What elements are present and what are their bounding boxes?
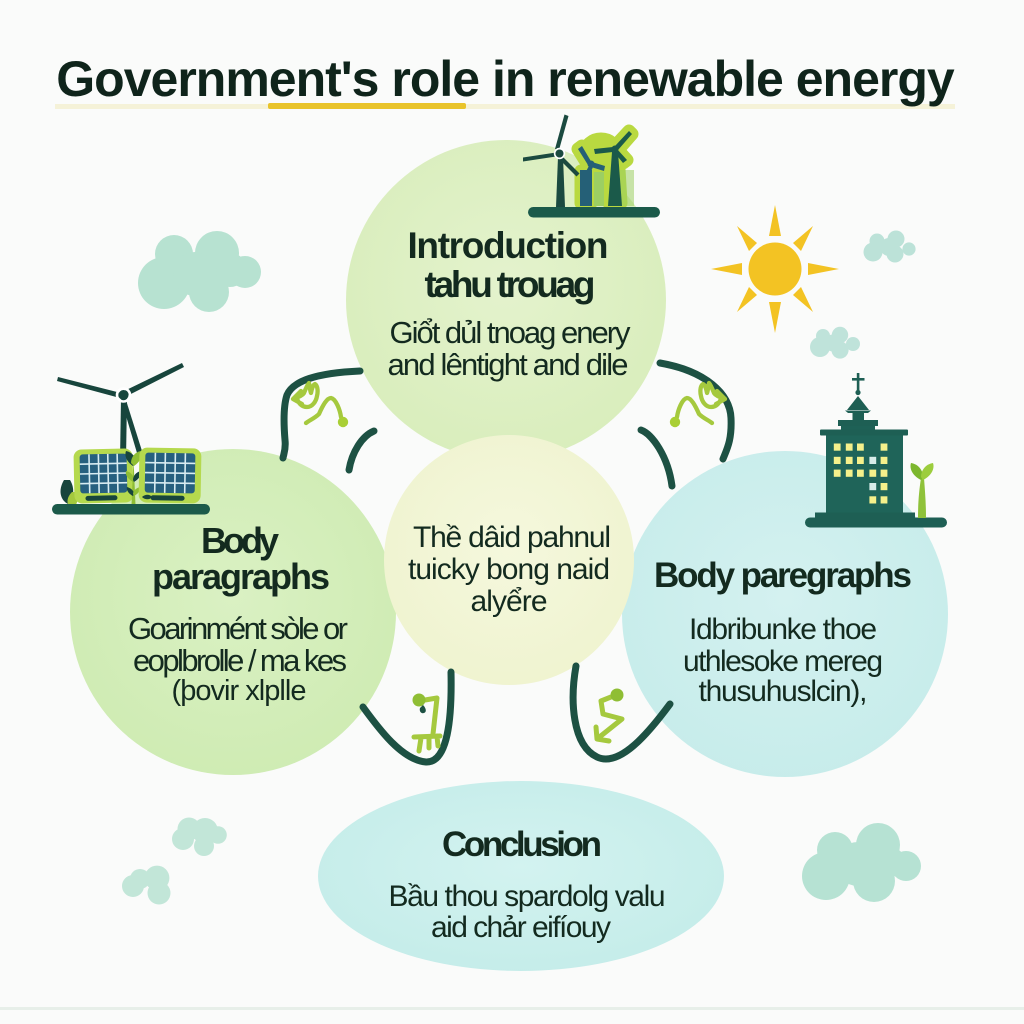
svg-text:Goarinmént sòle or: Goarinmént sòle or [128,611,348,646]
svg-text:and lêntight and dile: and lêntight and dile [388,347,629,382]
svg-text:Introduction: Introduction [408,225,609,266]
svg-text:aid chảr eifíouy: aid chảr eifíouy [431,911,611,944]
svg-text:tahu trouag: tahu trouag [425,264,596,305]
svg-text:alyểre: alyểre [471,585,548,618]
svg-text:Body: Body [201,520,279,561]
svg-text:Giổt dủl tnoag enery: Giổt dủl tnoag enery [390,315,632,350]
svg-text:thusuhuslcin),: thusuhuslcin), [699,675,868,708]
svg-text:Thề dâid pahnul: Thề dâid pahnul [413,521,611,554]
svg-text:Idbribunke thoe: Idbribunke thoe [689,613,877,646]
svg-text:(þovir xlplle: (þovir xlplle [172,675,307,707]
svg-text:uthlesoke mereg: uthlesoke mereg [683,645,883,678]
svg-text:tuicky bong naid: tuicky bong naid [408,553,610,586]
svg-text:Government's role in renewable: Government's role in renewable energy [56,51,955,107]
svg-text:Body paregraphs: Body paregraphs [654,556,912,595]
svg-text:paragraphs: paragraphs [152,556,330,597]
svg-text:eoplbrolle / ma kes: eoplbrolle / ma kes [133,643,347,678]
svg-text:Conclusion: Conclusion [442,825,602,864]
svg-text:Bầu thou spardolg valu: Bầu thou spardolg valu [389,880,666,913]
